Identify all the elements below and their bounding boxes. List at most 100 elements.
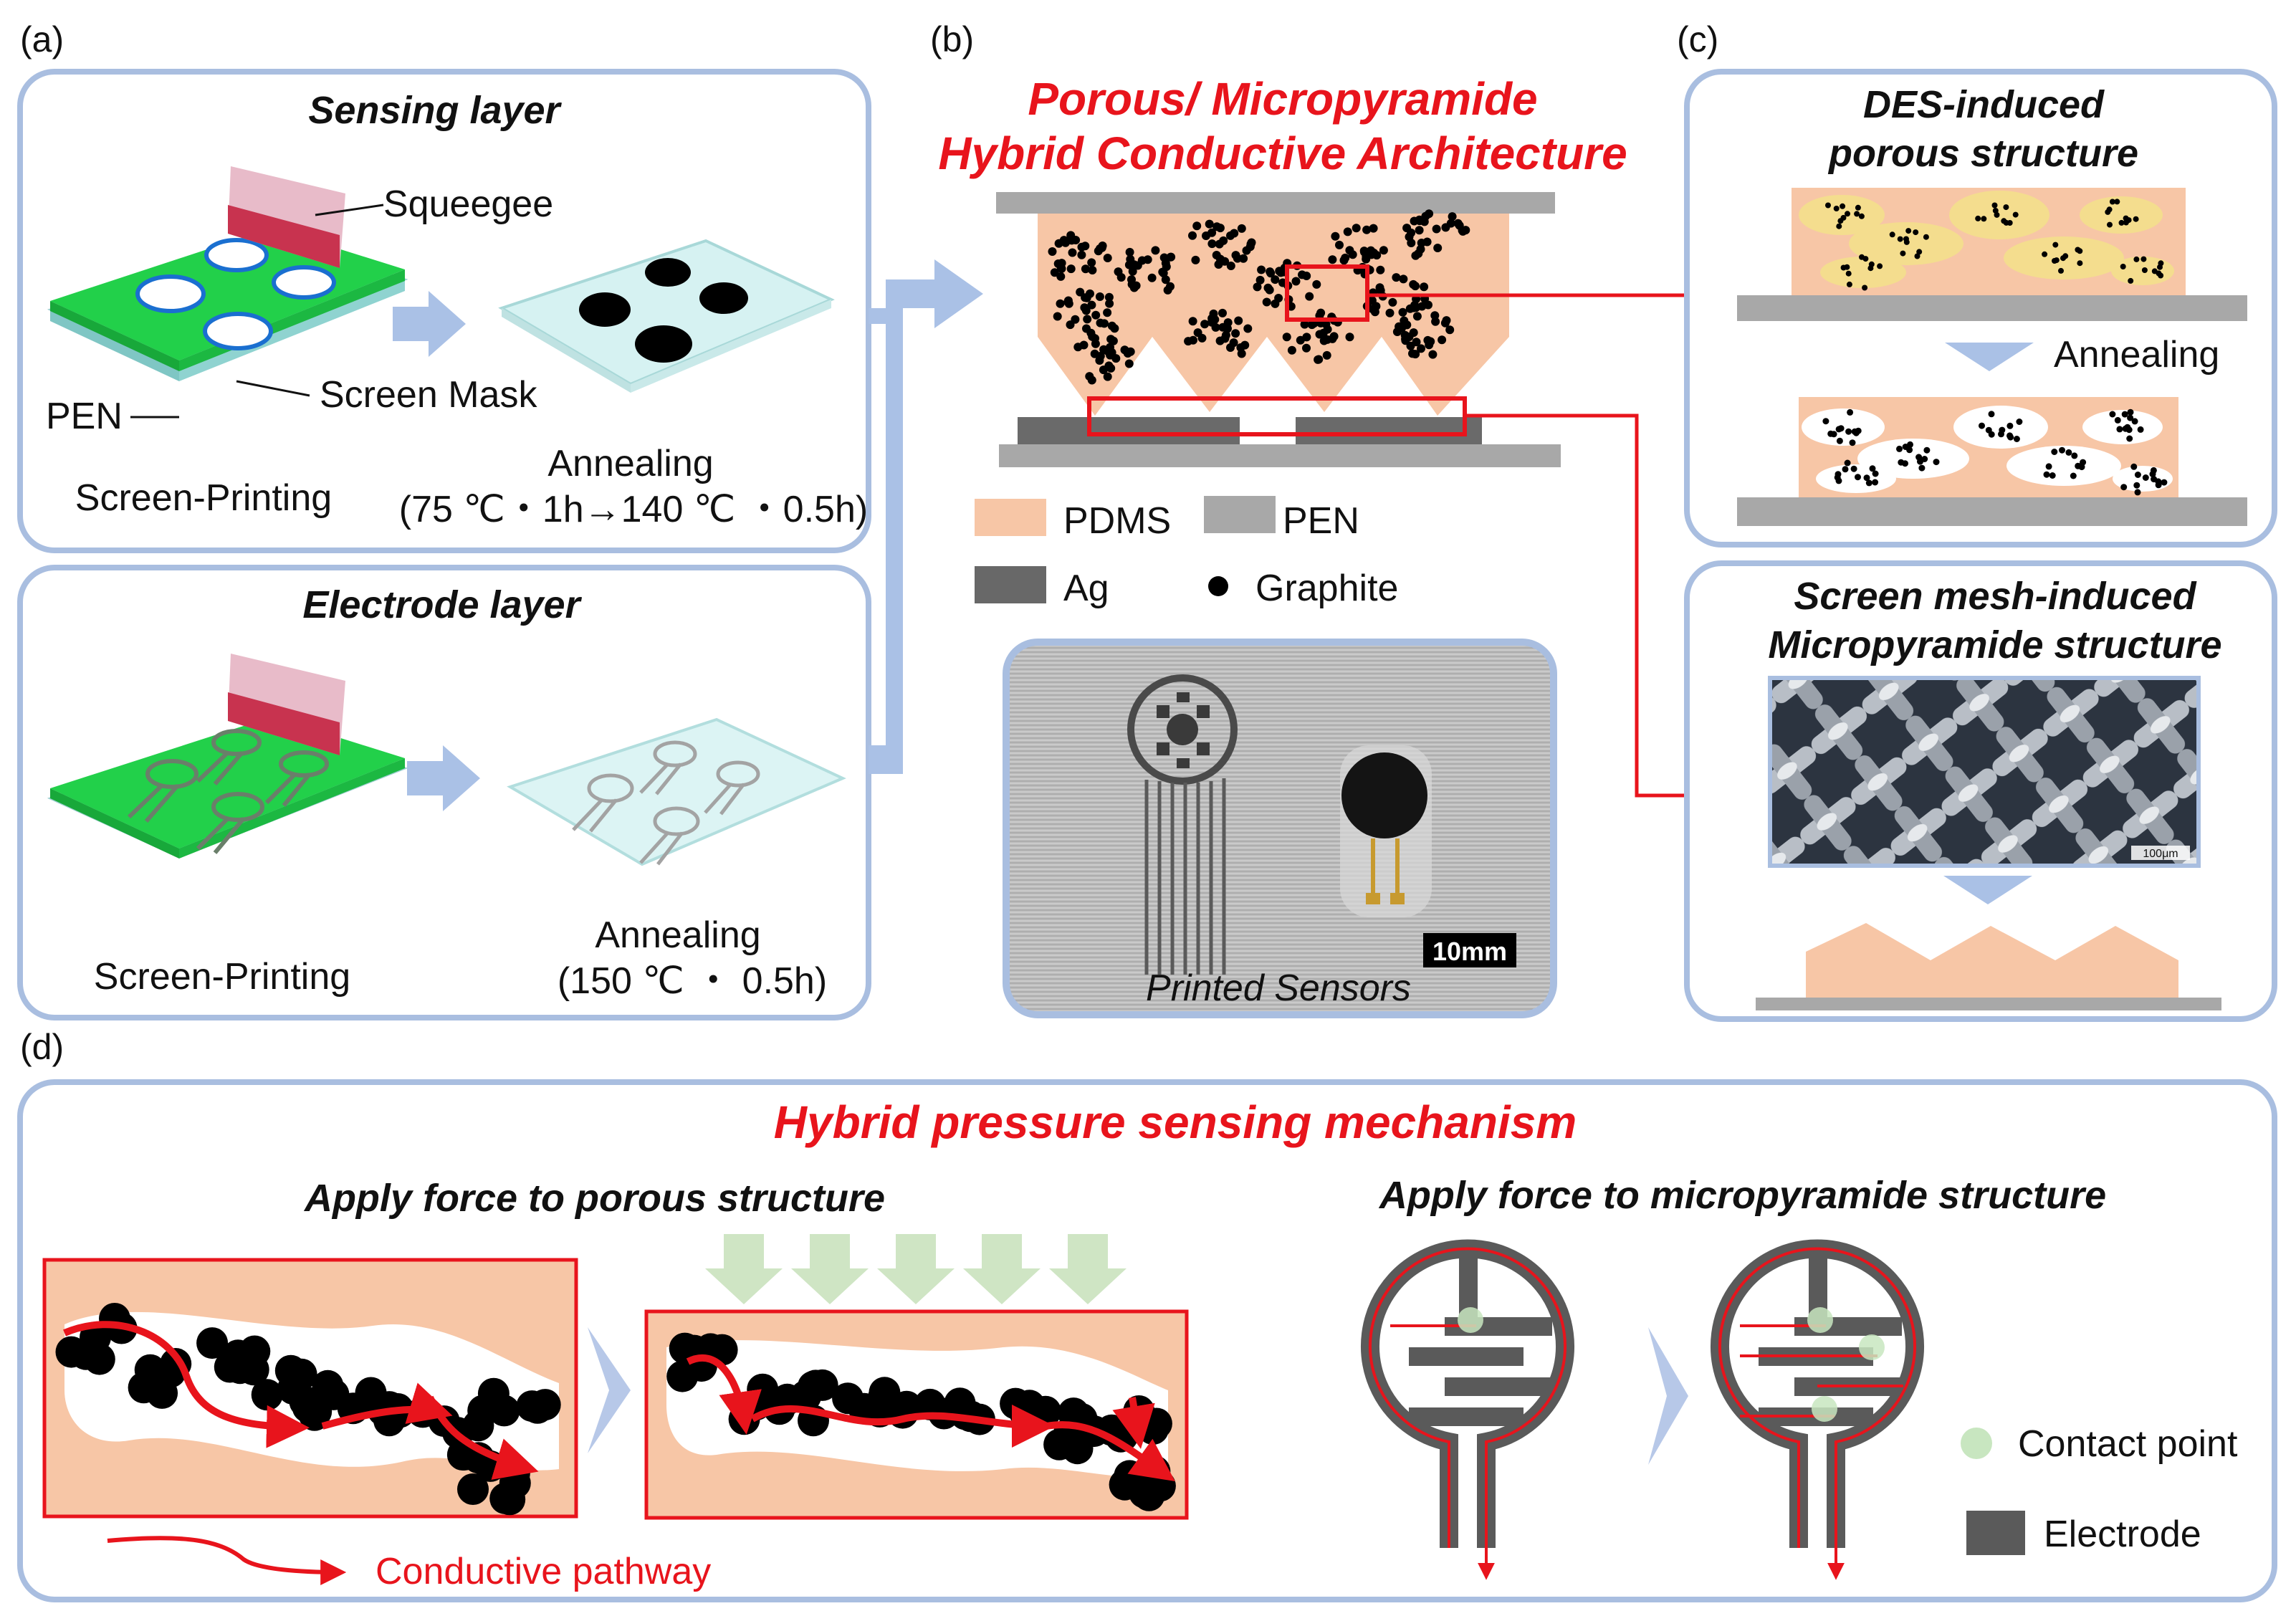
- graphite-particle: [1975, 215, 1981, 221]
- graphite-particle: [1441, 223, 1450, 232]
- graphite-particle: [1822, 418, 1829, 425]
- electrode-annealing-label: Annealing: [595, 914, 760, 956]
- pyramid-step-arrow: [1648, 1327, 1688, 1465]
- graphite-particle: [2130, 463, 2138, 470]
- graphite-particle: [2070, 472, 2077, 479]
- sensing-annealing-conditions: (75 ℃・1h→140 ℃ ・0.5h): [399, 489, 868, 530]
- graphite-particle: [1855, 204, 1861, 211]
- graphite-particle: [1410, 216, 1419, 226]
- graphite-particle: [2006, 432, 2014, 439]
- graphite-particle: [222, 1339, 254, 1372]
- graphite-particle: [2134, 489, 2141, 496]
- graphite-particle: [1918, 464, 1926, 472]
- graphite-particle: [1095, 292, 1104, 301]
- graphite-particle: [1302, 343, 1311, 353]
- graphite-particle: [1417, 344, 1425, 353]
- graphite-particle: [2158, 260, 2164, 267]
- graphite-particle: [1090, 349, 1099, 358]
- graphite-particle: [1220, 334, 1230, 343]
- legend-pdms-label: PDMS: [1063, 500, 1171, 542]
- graphite-particle: [1328, 255, 1337, 264]
- screen-mask-label: Screen Mask: [320, 374, 537, 416]
- graphite-particle: [2053, 257, 2060, 264]
- graphite-particle: [1900, 250, 1906, 257]
- graphite-particle: [2121, 411, 2128, 418]
- graphite-particle: [1215, 254, 1225, 264]
- graphite-particle: [1991, 202, 1998, 209]
- graphite-particle: [1087, 300, 1096, 310]
- graphite-particle: [2116, 426, 2123, 433]
- graphite-particle: [2043, 471, 2050, 478]
- graphite-particle: [1855, 474, 1861, 481]
- graphite-particle: [1407, 239, 1416, 247]
- graphite-particle: [1061, 238, 1070, 247]
- graphite-particle: [196, 1327, 229, 1359]
- graphite-particle: [1091, 339, 1100, 348]
- electrode-legend-swatch: [1966, 1511, 2025, 1555]
- graphite-particle: [1161, 275, 1170, 285]
- porous-step-arrow: [588, 1327, 631, 1453]
- graphite-particle: [1188, 231, 1197, 240]
- squeegee-label: Squeegee: [383, 183, 553, 225]
- graphite-particle: [1302, 272, 1311, 280]
- graphite-particle: [1271, 275, 1280, 285]
- graphite-particle: [1849, 439, 1856, 446]
- hybrid-architecture-illustration: [996, 192, 1561, 467]
- graphite-particle: [1836, 223, 1842, 229]
- graphite-particle: [1207, 239, 1217, 249]
- printed-sensor-pressure: [1340, 745, 1432, 917]
- graphite-particle: [1405, 304, 1415, 313]
- legend-pdms-swatch: [975, 499, 1046, 536]
- graphite-particle: [1923, 446, 1931, 454]
- graphite-particle: [1218, 322, 1228, 332]
- sensing-screen-printing-illustration: [47, 166, 408, 381]
- graphite-particle: [1083, 315, 1092, 324]
- graphite-particle: [747, 1373, 779, 1405]
- photo-scale-bar: [1423, 933, 1516, 967]
- graphite-particle: [1120, 345, 1129, 355]
- graphite-particle: [2133, 216, 2139, 222]
- graphite-particle: [1282, 333, 1291, 342]
- graphite-particle: [2120, 484, 2128, 491]
- graphite-particle: [2133, 482, 2140, 489]
- graphite-particle: [1844, 264, 1850, 270]
- des-title-line2: porous structure: [1827, 132, 2138, 175]
- graphite-particle: [1433, 244, 1443, 252]
- graphite-particle: [1341, 253, 1350, 262]
- graphite-particle: [2016, 419, 2023, 425]
- graphite-particle: [2109, 411, 2116, 418]
- graphite-particle: [1159, 269, 1168, 278]
- micropyramid-profile: [1806, 923, 2178, 998]
- graphite-particle: [1265, 285, 1274, 295]
- graphite-particle: [1133, 261, 1142, 270]
- graphite-particle: [1253, 282, 1262, 292]
- graphite-particle: [1424, 300, 1432, 310]
- graphite-particle: [1315, 330, 1324, 339]
- micropyramid-substrate: [1756, 998, 2221, 1010]
- graphite-particle: [1858, 213, 1865, 219]
- des-before-annealing: [1737, 188, 2247, 321]
- graphite-particle: [2133, 256, 2140, 262]
- mesh-title-line2: Micropyramide structure: [1768, 623, 2221, 666]
- graphite-particle: [2161, 479, 2168, 486]
- electrode-screen-printing-illustration: [47, 654, 408, 859]
- graphite-particle: [2124, 424, 2131, 431]
- graphite-particle: [1100, 319, 1109, 328]
- graphite-particle: [1231, 329, 1240, 338]
- graphite-particle: [1845, 211, 1850, 217]
- graphite-particle: [1054, 239, 1063, 248]
- graphite-particle: [2118, 219, 2125, 226]
- graphite-particle: [1862, 285, 1868, 291]
- graphite-particle: [1132, 281, 1141, 290]
- graphite-particle: [1833, 206, 1840, 211]
- graphite-particle: [1234, 316, 1243, 325]
- graphite-particle: [1985, 426, 1992, 434]
- graphite-particle: [1399, 274, 1408, 284]
- graphite-particle: [1979, 422, 1985, 429]
- graphite-particle: [2106, 206, 2113, 213]
- zoom-line-pyramid: [1465, 413, 1687, 798]
- porous-before-force: [42, 1258, 578, 1519]
- graphite-particle: [1417, 239, 1426, 247]
- pathway-legend-label: Conductive pathway: [376, 1551, 711, 1592]
- graphite-particle: [2001, 218, 2007, 224]
